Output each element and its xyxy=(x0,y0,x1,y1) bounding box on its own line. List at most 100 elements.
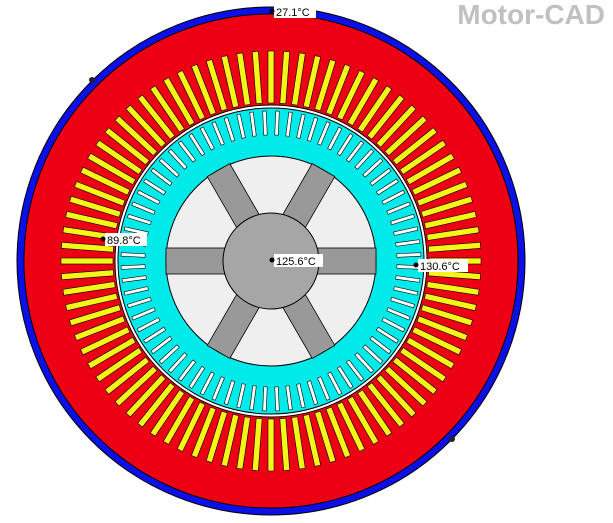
rotor-slots-item xyxy=(386,201,411,215)
rotor-slots-item xyxy=(223,380,236,405)
stator-slots-item xyxy=(405,152,455,186)
stator-slots-item xyxy=(65,210,118,230)
stator-slots-item xyxy=(314,410,337,463)
stator-slots-item xyxy=(392,127,438,166)
rotor-slots-item xyxy=(381,189,406,205)
rotor-slots-item xyxy=(177,140,197,163)
stator-slots-item xyxy=(61,241,114,253)
stator-slots-item xyxy=(114,115,158,157)
temp-stator-winding-label: 89.8°C xyxy=(107,235,141,247)
rotor-slots-item xyxy=(127,213,152,226)
rotor-slots-item xyxy=(236,113,246,139)
rotor-slots-item xyxy=(262,386,268,412)
rotor-slots-item xyxy=(362,157,384,178)
rotor-slots-item xyxy=(395,275,421,283)
stator-slots-item xyxy=(399,139,447,175)
rotor-slots-item xyxy=(150,167,173,187)
temp-housing-label: 27.1°C xyxy=(276,7,310,19)
rotor-slots-item xyxy=(199,126,215,151)
rotor-slots-item xyxy=(345,140,365,163)
stator-slots-item xyxy=(69,304,122,327)
stator-slots-item xyxy=(251,51,263,104)
stator-slots-item xyxy=(366,94,405,140)
stator-slots-item xyxy=(392,356,438,395)
rotor-slots-item xyxy=(327,126,343,151)
temp-marker-housing[interactable]: 27.1°C xyxy=(269,5,317,19)
stator-slots-item xyxy=(302,55,322,108)
stator-slots-item xyxy=(426,226,480,241)
rotor-slots-item xyxy=(167,352,188,374)
stator-slots-item xyxy=(420,304,473,327)
stator-slots-item xyxy=(375,374,417,418)
stator-slots-item xyxy=(62,281,116,296)
stator-slots-item xyxy=(366,382,405,428)
stator-slots-item xyxy=(416,315,468,341)
stator-slots-item xyxy=(114,365,158,407)
stator-slots-item xyxy=(279,418,291,471)
stator-slots-item xyxy=(205,410,228,463)
rotor-slots-item xyxy=(262,110,268,136)
stator-slots-item xyxy=(95,347,143,383)
rotor-slots-item xyxy=(336,365,354,389)
rotor-slots-item xyxy=(375,178,399,196)
rotor-slots-item xyxy=(390,296,415,309)
rotor-slots-item xyxy=(249,111,257,137)
rotor-slots-item xyxy=(127,296,152,309)
rotor-slots-item xyxy=(131,307,156,321)
rotor-slots-item xyxy=(136,189,161,205)
rotor-slots-item xyxy=(285,385,293,411)
stator-slots-item xyxy=(60,257,114,265)
stator-slots-item xyxy=(411,166,462,196)
rotor-slots xyxy=(120,110,422,412)
rotor-slots-item xyxy=(296,113,306,139)
rotor-slots-item xyxy=(143,326,167,344)
stator-slots-item xyxy=(137,94,176,140)
temp-shaft-label: 125.6°C xyxy=(276,256,316,268)
stator-slots-item xyxy=(424,292,477,312)
stator-slots-item xyxy=(104,127,150,166)
stator-slots-item xyxy=(424,210,477,230)
stator-slots-item xyxy=(357,85,393,133)
stator-slots-item xyxy=(176,401,206,452)
stator-slots-item xyxy=(80,166,131,196)
stator-slots-item xyxy=(251,418,263,471)
stator-slots-item xyxy=(336,70,366,121)
rotor-slots-item xyxy=(120,264,146,270)
stator-slots-item xyxy=(384,115,428,157)
rotor-slots-item xyxy=(395,239,421,247)
stator-slots-item xyxy=(125,374,167,418)
rotor-slots-item xyxy=(136,317,161,333)
rotor-slots-item xyxy=(393,286,419,296)
stator-slots-item xyxy=(176,70,206,121)
stator-slots-item xyxy=(125,104,167,148)
rotor-slots-item xyxy=(381,317,406,333)
rotor-slots-item xyxy=(345,359,365,382)
stator-slots-item xyxy=(220,414,240,467)
stator-slots-item xyxy=(80,326,131,356)
rotor-slots-item xyxy=(131,201,156,215)
rotor-slots-item xyxy=(285,111,293,137)
temp-marker-rotor-bar[interactable]: 130.6°C xyxy=(413,259,469,273)
rotor-slots-item xyxy=(211,376,225,401)
rotor-slots-item xyxy=(336,133,354,157)
rotor-slots-item xyxy=(167,148,188,170)
stator-slots-item xyxy=(205,59,228,112)
stator-slots-item xyxy=(314,59,337,112)
rotor-slots-item xyxy=(274,110,280,136)
rotor-slots-item xyxy=(386,307,411,321)
stator-slots-item xyxy=(191,406,217,458)
temp-marker-shaft[interactable]: 125.6°C xyxy=(269,254,324,268)
stator-slots-item xyxy=(375,104,417,148)
rotor-slots-item xyxy=(375,326,399,344)
temp-marker-stator-winding[interactable]: 89.8°C xyxy=(100,233,148,247)
stator-slots-item xyxy=(149,389,185,437)
stator-slots-item xyxy=(399,347,447,383)
rotor-slots-item xyxy=(354,148,375,170)
mount-point-bottom-right xyxy=(449,436,455,442)
stator-slots-item xyxy=(65,292,118,312)
stator-slots-item xyxy=(267,50,275,104)
stator-slots-item xyxy=(137,382,176,428)
stator-slots-item xyxy=(411,326,462,356)
rotor-slots-item xyxy=(177,359,197,382)
